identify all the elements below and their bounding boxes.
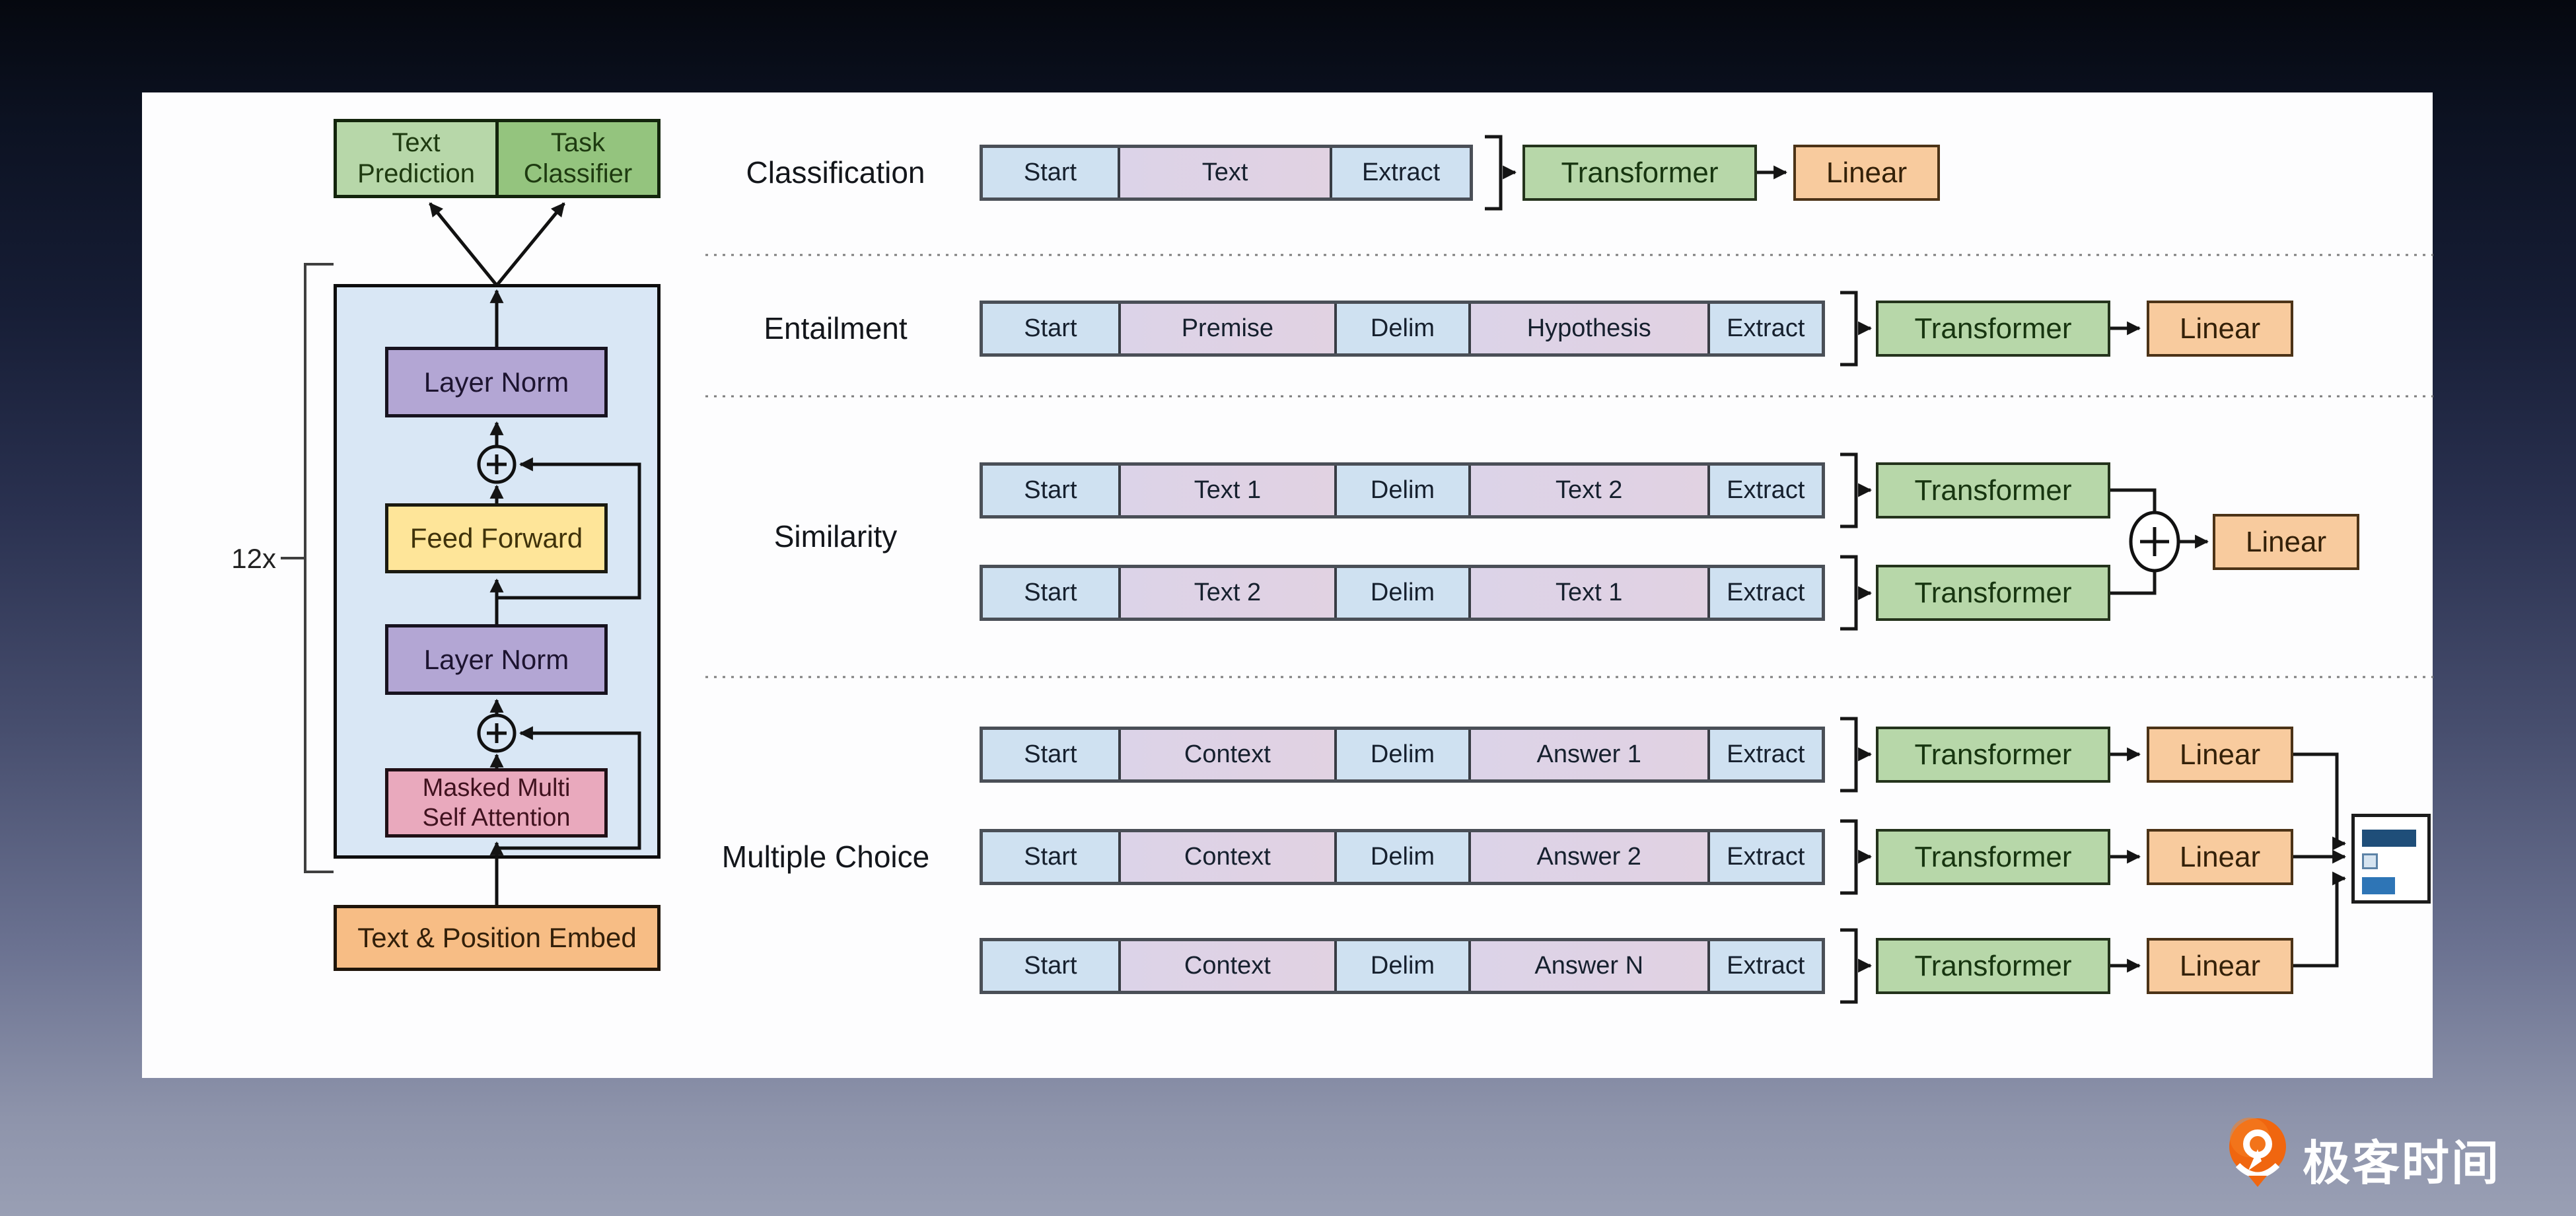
token-cell-extract: Extract (1707, 832, 1822, 882)
masked-attention-box: Masked Multi Self Attention (385, 768, 608, 838)
token-cell-delim: Delim (1334, 304, 1468, 353)
token-cell-start: Start (983, 832, 1118, 882)
linear-box: Linear (2147, 727, 2293, 783)
text-prediction-label-2: Prediction (357, 159, 475, 188)
task-label-classification: Classification (746, 155, 925, 190)
token-cell-text2: Text 2 (1118, 568, 1335, 618)
token-bar-similarity-1: Start Text 1 Delim Text 2 Extract (980, 462, 1825, 519)
token-cell-context: Context (1118, 832, 1335, 882)
token-cell-context: Context (1118, 730, 1335, 779)
token-bar-similarity-2: Start Text 2 Delim Text 1 Extract (980, 565, 1825, 621)
token-cell-extract: Extract (1330, 148, 1470, 197)
token-cell-text2: Text 2 (1468, 466, 1707, 515)
token-cell-extract: Extract (1707, 568, 1822, 618)
feed-forward-label: Feed Forward (410, 522, 583, 554)
token-cell-delim: Delim (1334, 568, 1468, 618)
repeat-12x-label: 12x (231, 543, 276, 574)
token-cell-start: Start (983, 304, 1118, 353)
token-cell-answerN: Answer N (1468, 941, 1707, 991)
token-bar-mc-2: Start Context Delim Answer 2 Extract (980, 829, 1825, 885)
masked-attention-label-2: Self Attention (422, 803, 571, 832)
token-cell-start: Start (983, 568, 1118, 618)
transformer-box: Transformer (1876, 938, 2110, 994)
linear-box: Linear (1793, 145, 1940, 201)
geektime-logo-icon (2225, 1116, 2291, 1189)
token-cell-text1: Text 1 (1468, 568, 1707, 618)
token-cell-premise: Premise (1118, 304, 1335, 353)
token-cell-start: Start (983, 148, 1118, 197)
token-cell-start: Start (983, 466, 1118, 515)
masked-attention-label-1: Masked Multi (422, 773, 571, 802)
token-cell-delim: Delim (1334, 832, 1468, 882)
feed-forward-box: Feed Forward (385, 503, 608, 573)
token-cell-start: Start (983, 941, 1118, 991)
softmax-bar-middle (2362, 853, 2378, 869)
geektime-wordmark: 极客时间 (2303, 1137, 2501, 1190)
softmax-bar-top (2362, 830, 2416, 847)
token-cell-hypothesis: Hypothesis (1468, 304, 1707, 353)
transformer-box: Transformer (1522, 145, 1757, 201)
linear-box: Linear (2147, 301, 2293, 357)
text-prediction-box: Text Prediction (337, 122, 495, 195)
task-label-multiple-choice: Multiple Choice (721, 840, 930, 874)
transformer-box: Transformer (1876, 462, 2110, 519)
transformer-box: Transformer (1876, 565, 2110, 621)
token-cell-extract: Extract (1707, 730, 1822, 779)
token-cell-delim: Delim (1334, 466, 1468, 515)
token-bar-classification: Start Text Extract (980, 145, 1473, 201)
transformer-box: Transformer (1876, 829, 2110, 885)
layer-norm-top-box: Layer Norm (385, 347, 608, 417)
task-classifier-box: Task Classifier (495, 122, 657, 195)
transformer-box: Transformer (1876, 301, 2110, 357)
token-cell-extract: Extract (1707, 466, 1822, 515)
layer-norm-bottom-label: Layer Norm (423, 643, 569, 675)
output-heads: Text Prediction Task Classifier (334, 119, 661, 198)
token-cell-extract: Extract (1707, 941, 1822, 991)
embed-label: Text & Position Embed (357, 922, 637, 953)
token-cell-answer2: Answer 2 (1468, 832, 1707, 882)
linear-box: Linear (2213, 514, 2359, 570)
task-label-similarity: Similarity (773, 519, 898, 554)
linear-box: Linear (2147, 829, 2293, 885)
token-bar-mc-1: Start Context Delim Answer 1 Extract (980, 727, 1825, 783)
task-label-entailment: Entailment (764, 311, 908, 345)
token-cell-text: Text (1117, 148, 1330, 197)
token-cell-context: Context (1118, 941, 1335, 991)
embed-box: Text & Position Embed (334, 905, 661, 971)
softmax-bar-bottom (2362, 877, 2395, 894)
text-prediction-label-1: Text (392, 127, 441, 157)
token-cell-extract: Extract (1707, 304, 1822, 353)
token-cell-text1: Text 1 (1118, 466, 1335, 515)
layer-norm-bottom-box: Layer Norm (385, 624, 608, 695)
transformer-box: Transformer (1876, 727, 2110, 783)
token-bar-entailment: Start Premise Delim Hypothesis Extract (980, 301, 1825, 357)
layer-norm-top-label: Layer Norm (423, 366, 569, 398)
token-cell-answer1: Answer 1 (1468, 730, 1707, 779)
token-cell-delim: Delim (1334, 730, 1468, 779)
task-classifier-label-2: Classifier (523, 159, 633, 188)
linear-box: Linear (2147, 938, 2293, 994)
token-bar-mc-3: Start Context Delim Answer N Extract (980, 938, 1825, 994)
token-cell-delim: Delim (1334, 941, 1468, 991)
token-cell-start: Start (983, 730, 1118, 779)
task-classifier-label-1: Task (550, 127, 606, 157)
